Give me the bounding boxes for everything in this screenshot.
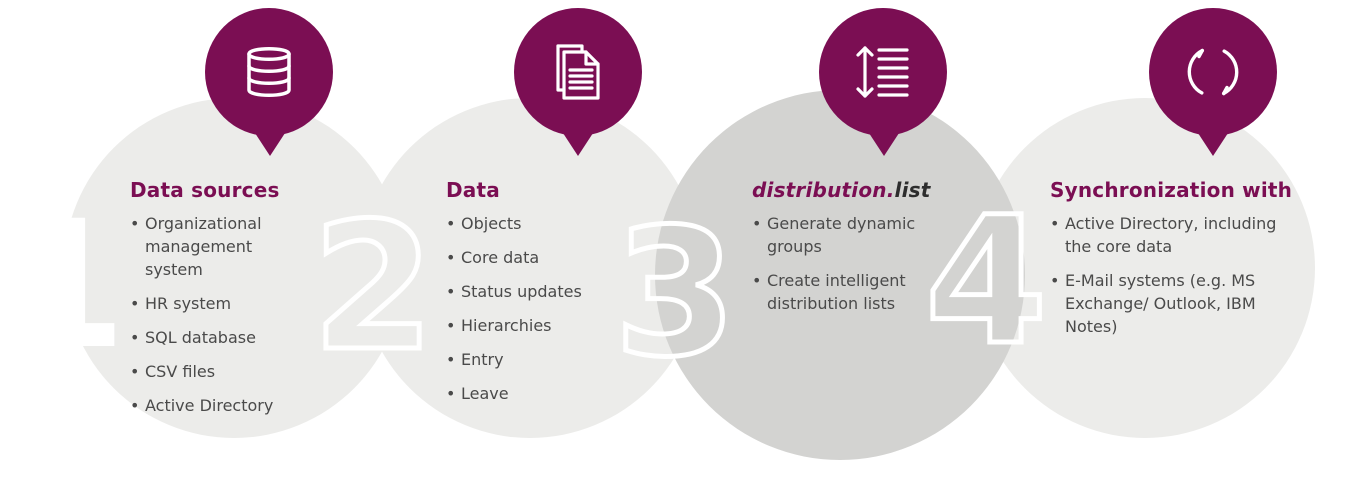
step-1-heading: Data sources [130,178,280,202]
list-item: Organizational management system [130,212,310,281]
heading-part-distribution: distribution [752,178,887,202]
list-item: HR system [130,292,310,315]
list-item: Active Directory, including the core dat… [1050,212,1280,258]
step-4-number: 4 [922,179,1049,384]
step-2-heading: Data [446,178,500,202]
step-1-content: Data sources Organizational management s… [130,178,310,428]
heading-dot: . [886,178,895,202]
database-icon [247,47,291,97]
step-2-bubble [514,8,642,136]
step-1-number: 1 [4,183,127,388]
step-4-content: Synchronization with Active Directory, i… [1050,178,1293,349]
list-item: Create intelligent distribution lists [752,269,927,315]
step-2-content: Data Objects Core data Status updates Hi… [446,178,626,416]
sync-icon [1187,48,1239,96]
list-item: CSV files [130,360,310,383]
step-1-list: Organizational management system HR syst… [130,212,310,417]
step-4-list: Active Directory, including the core dat… [1050,212,1280,338]
step-3-content: distribution.list Generate dynamic group… [752,178,930,326]
step-3-number: 3 [611,191,738,396]
list-item: Hierarchies [446,314,626,337]
step-1-bubble-tail [253,130,287,156]
list-item: Status updates [446,280,626,303]
list-item: Objects [446,212,626,235]
step-4-heading: Synchronization with [1050,178,1293,202]
step-2-list: Objects Core data Status updates Hierarc… [446,212,626,405]
heading-part-list: list [894,178,931,202]
list-item: Leave [446,382,626,405]
list-item: SQL database [130,326,310,349]
step-3-list: Generate dynamic groups Create intellige… [752,212,927,315]
step-4-bubble-tail [1196,130,1230,156]
step-3-heading: distribution.list [752,178,930,202]
sort-list-icon [856,46,909,98]
list-item: Active Directory [130,394,310,417]
step-1-bubble [205,8,333,136]
list-item: Generate dynamic groups [752,212,927,258]
list-item: Core data [446,246,626,269]
document-icon [556,44,600,100]
step-4-circle [975,98,1315,438]
list-item: E-Mail systems (e.g. MS Exchange/ Outloo… [1050,269,1280,338]
step-3-bubble [819,8,947,136]
step-4-bubble [1149,8,1277,136]
step-2-number: 2 [309,185,436,390]
step-2-bubble-tail [561,130,595,156]
list-item: Entry [446,348,626,371]
step-3-bubble-tail [867,130,901,156]
